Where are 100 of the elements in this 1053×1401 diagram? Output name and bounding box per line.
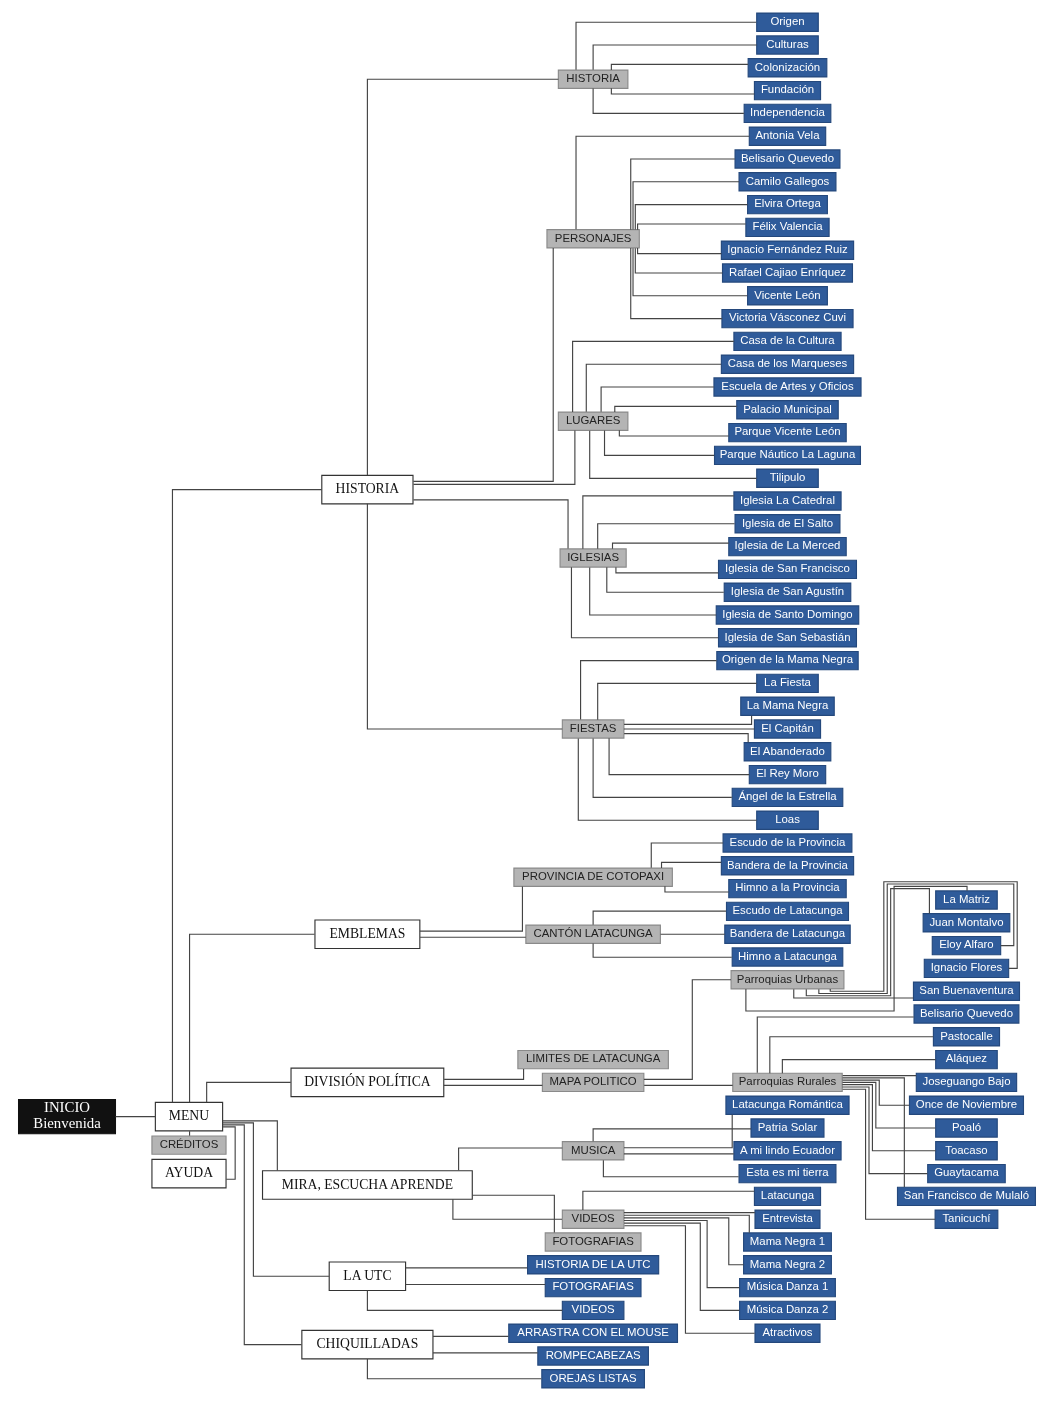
node-box: CANTÓN LATACUNGA [524, 924, 661, 944]
connector [600, 386, 714, 413]
connector [596, 523, 735, 550]
node-box: Rafael Cajiao Enríquez [721, 263, 853, 283]
connector [744, 885, 968, 1012]
connector [622, 1214, 750, 1234]
node-box: Iglesia de San Agustín [723, 582, 851, 602]
node-box: IGLESIAS [559, 548, 627, 568]
node-box: A mi lindo Ecuador [732, 1141, 842, 1161]
node-box: Culturas [755, 35, 819, 55]
connector [636, 223, 746, 231]
connector [412, 247, 554, 482]
node-box: Victoria Vásconez Cuvi [720, 308, 854, 329]
node-box: Mama Negra 1 [742, 1232, 832, 1252]
node-box: Latacunga [753, 1186, 821, 1207]
node-box: Camilo Gallegos [737, 172, 836, 192]
node-box: ROMPECABEZAS [536, 1346, 649, 1366]
connector [579, 660, 717, 721]
node-box: Joseguango Bajo [915, 1072, 1017, 1093]
node-box: Belisario Quevedo [733, 149, 840, 169]
connector [592, 943, 732, 958]
node-box: El Capitán [753, 719, 821, 739]
node-box: Origen de la Mama Negra [715, 650, 859, 671]
connector [663, 885, 729, 893]
connector [622, 728, 755, 730]
node-box: Parroquias Urbanas [730, 970, 844, 990]
node-box: AYUDA [150, 1158, 227, 1189]
connector [841, 1075, 917, 1077]
connector [418, 886, 523, 932]
connector [629, 158, 735, 231]
node-box: Elvira Ortega [746, 194, 828, 215]
node-box: Colonización [747, 58, 827, 78]
connector [221, 1120, 278, 1171]
connector [588, 566, 717, 616]
connector [622, 715, 752, 725]
node-box: EMBLEMAS [313, 919, 420, 950]
node-box: Bandera de Latacunga [723, 924, 851, 944]
node-box: HISTORIA [557, 69, 628, 89]
node-box: ARRASTRA CON EL MOUSE [507, 1323, 678, 1343]
node-box: Once de Noviembre [908, 1095, 1024, 1115]
node-box: Fundación [753, 80, 821, 101]
node-box: Pastocalle [932, 1027, 1000, 1047]
connector [608, 737, 750, 776]
node-box: Independencia [743, 103, 831, 124]
node-box: San Buenaventura [912, 981, 1020, 1001]
node-box: Escudo de la Provincia [722, 833, 852, 853]
node-box: Escudo de Latacunga [725, 901, 849, 922]
connector [623, 733, 749, 743]
connector [781, 1059, 936, 1074]
connector [581, 1190, 755, 1211]
connector [404, 1267, 528, 1269]
node-box: Ignacio Fernández Ruiz [720, 240, 854, 260]
node-box: Parque Náutico La Laguna [713, 445, 861, 466]
connector [592, 1128, 751, 1142]
node-box: San Francisco de Mulaló [896, 1186, 1036, 1207]
node-box: LIMITES DE LATACUNGA [516, 1049, 669, 1070]
connector [571, 340, 734, 413]
node-box: Casa de los Marqueses [720, 354, 854, 374]
node-box: Patria Solar [749, 1118, 825, 1138]
connector [841, 1077, 905, 1188]
node-box: Latacunga Romántica [724, 1095, 850, 1115]
connector [622, 1219, 740, 1289]
connector [585, 363, 722, 413]
node-box: Tanicuchí [934, 1209, 998, 1229]
node-box: Himno a Latacunga [731, 947, 843, 967]
connector [188, 933, 315, 1103]
node-box: Antonia Vela [748, 126, 826, 146]
node-box: FOTOGRAFIAS [544, 1232, 642, 1252]
connector [574, 21, 757, 71]
connector [574, 135, 750, 230]
connector [602, 1159, 739, 1178]
connector [650, 842, 724, 869]
node-box: Iglesia de La Merced [727, 536, 847, 557]
connector [171, 489, 322, 1103]
connector [366, 503, 563, 730]
node-box: El Abanderado [743, 742, 831, 762]
node-box: Iglesia de San Francisco [717, 559, 857, 580]
connector [768, 1036, 934, 1074]
node-box: Atractivos [753, 1323, 821, 1343]
connector [636, 247, 722, 255]
connector [221, 1122, 330, 1277]
connector [457, 1147, 563, 1171]
node-box: Eloy Alfaro [931, 935, 1001, 956]
connector [629, 247, 722, 320]
connector [451, 1198, 563, 1220]
node-box: Parroquias Rurales [731, 1072, 843, 1093]
connector [756, 1016, 914, 1074]
connector [613, 405, 737, 413]
node-box: DIVISIÓN POLÍTICA [289, 1067, 444, 1098]
connector [592, 88, 744, 114]
node-box: Entrevista [753, 1209, 821, 1229]
node-box: Belisario Quevedo [912, 1004, 1019, 1024]
connector [431, 1352, 538, 1354]
node-box: Himno a la Provincia [727, 878, 847, 899]
node-box: Guaytacama [926, 1163, 1006, 1184]
connector [431, 1335, 509, 1337]
connector [610, 87, 755, 95]
connector [570, 566, 719, 639]
node-box: Loas [755, 810, 819, 830]
connector [634, 247, 723, 274]
